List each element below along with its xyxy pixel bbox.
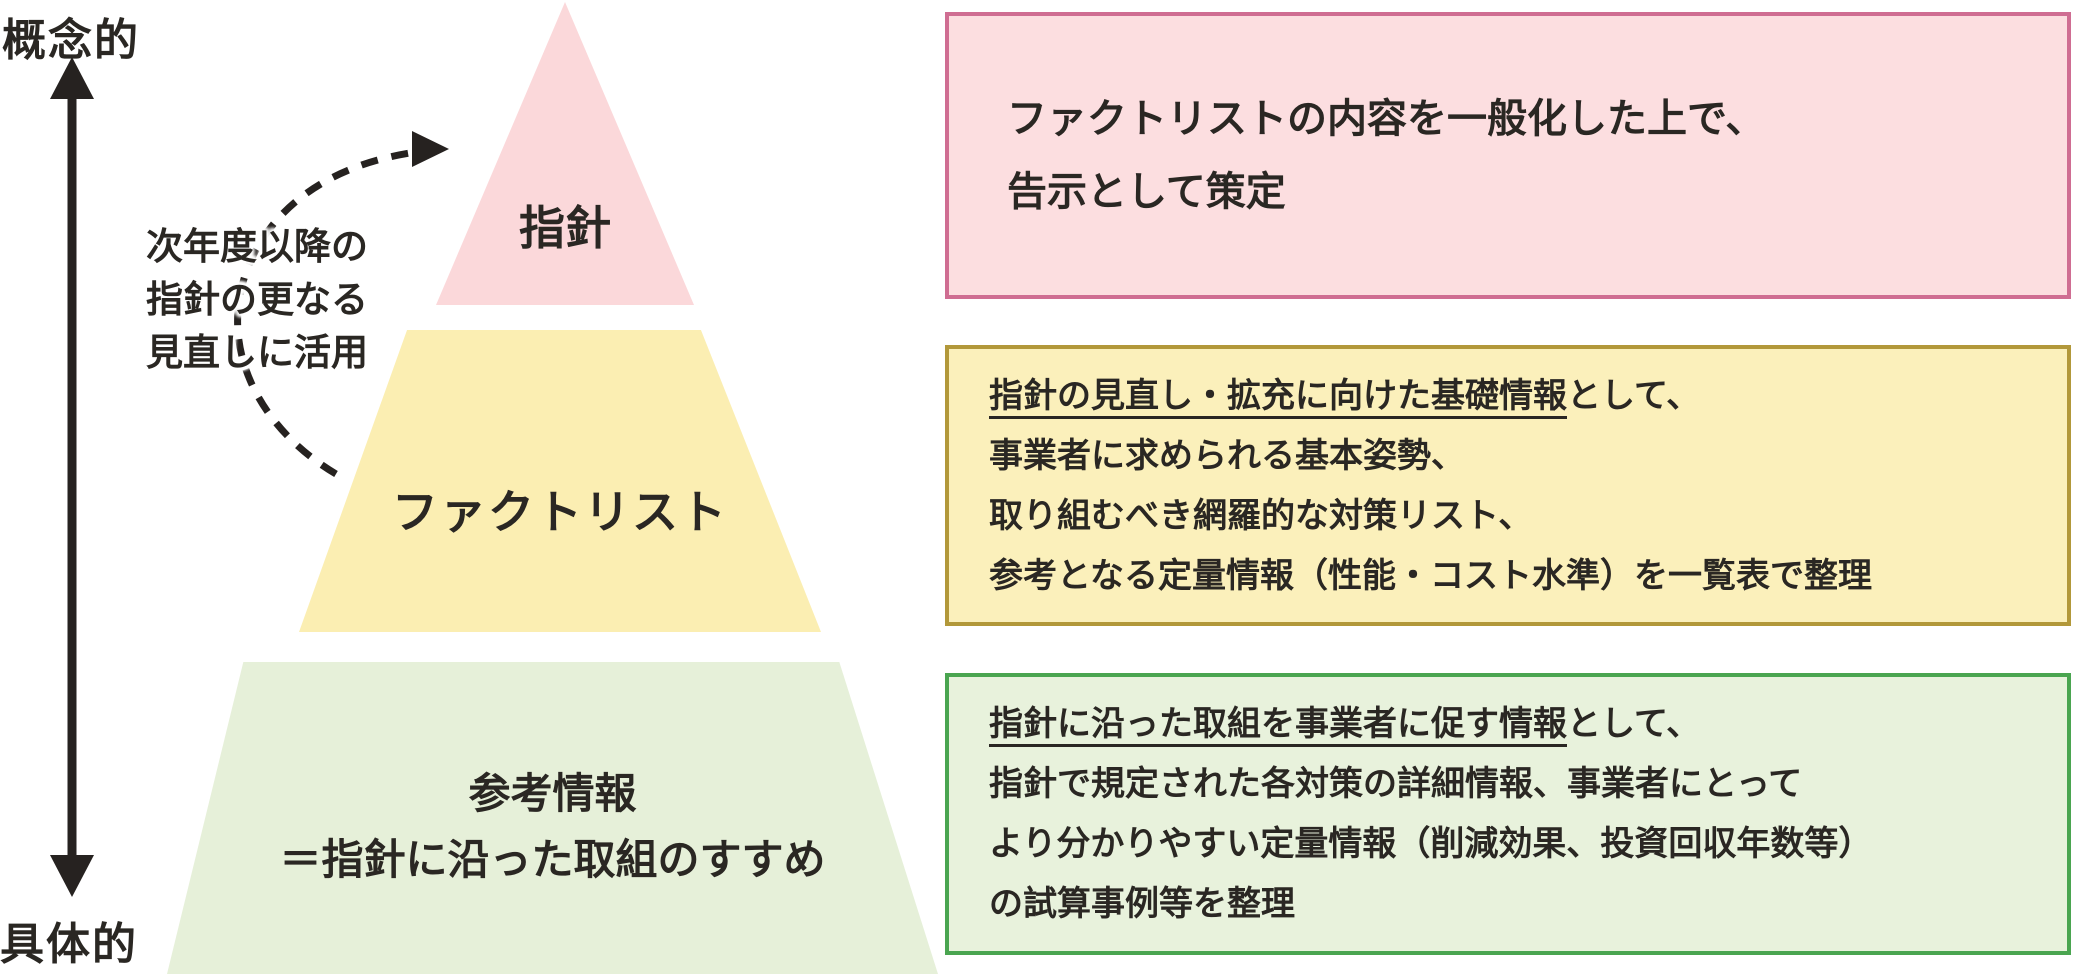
pyramid-label-reference-line2: ＝指針に沿った取組のすすめ (279, 836, 826, 883)
reference-info-rest: として、 (1567, 705, 1701, 743)
reference-info-underlined: 指針に沿った取組を事業者に促す情報 (989, 705, 1567, 743)
pyramid-label-reference-line1: 参考情報 (468, 770, 637, 817)
up-arrowhead-icon (50, 57, 94, 99)
guideline-info-line: ファクトリストの内容を一般化した上で、 (1007, 96, 1766, 141)
factlist-info-rest: として、 (1567, 376, 1701, 415)
feedback-note-line: 見直しに活用 (146, 332, 368, 373)
pyramid-level-reference (167, 662, 938, 974)
factlist-info-box: 指針の見直し・拡充に向けた基礎情報として、 事業者に求められる基本姿勢、 取り組… (945, 345, 2071, 626)
reference-info-box: 指針に沿った取組を事業者に促す情報として、 指針で規定された各対策の詳細情報、事… (945, 673, 2071, 955)
reference-info-line: 指針で規定された各対策の詳細情報、事業者にとって (989, 765, 1803, 803)
axis-label-concrete: 具体的 (0, 920, 138, 969)
feedback-note-line: 次年度以降の (146, 226, 368, 267)
factlist-info-line: 参考となる定量情報（性能・コスト水準）を一覧表で整理 (989, 556, 1872, 595)
right-arrowhead-icon (412, 131, 449, 167)
pyramid-label-guideline: 指針 (519, 202, 611, 254)
vertical-axis-arrow (50, 57, 94, 897)
factlist-info-line: 事業者に求められる基本姿勢、 (989, 436, 1465, 475)
reference-info-line: より分かりやすい定量情報（削減効果、投資回収年数等） (989, 825, 1873, 863)
dashed-feedback-arrow (234, 131, 449, 478)
axis-label-conceptual: 概念的 (2, 16, 140, 65)
factlist-info-line: 取り組むべき網羅的な対策リスト、 (989, 496, 1533, 535)
pyramid-label-factlist: ファクトリスト (392, 486, 728, 538)
factlist-info-line: 指針の見直し・拡充に向けた基礎情報として、 (989, 366, 2067, 426)
feedback-note-line: 指針の更なる (146, 279, 368, 320)
guideline-info-line: 告示として策定 (1007, 169, 1286, 214)
guideline-info-box: ファクトリストの内容を一般化した上で、 告示として策定 (945, 12, 2071, 299)
feedback-note: 次年度以降の 指針の更なる 見直しに活用 (122, 220, 392, 379)
down-arrowhead-icon (50, 855, 94, 897)
factlist-info-underlined: 指針の見直し・拡充に向けた基礎情報 (989, 376, 1567, 415)
reference-info-line: 指針に沿った取組を事業者に促す情報として、 (989, 694, 2067, 754)
reference-info-line: の試算事例等を整理 (989, 885, 1295, 923)
